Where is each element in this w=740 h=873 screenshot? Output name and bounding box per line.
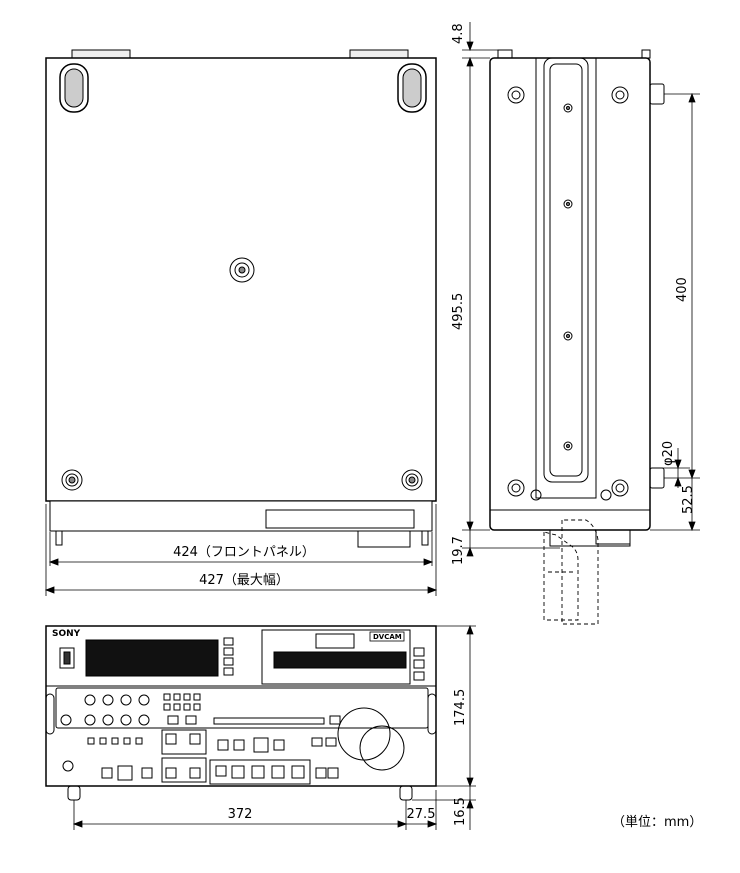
depth-label: 495.5	[451, 293, 466, 330]
front-display	[85, 639, 219, 677]
top-view-screw-br	[401, 469, 423, 491]
top-view-rear-tab-right	[349, 49, 409, 59]
top-view-dimensions	[44, 504, 438, 596]
side-view-body	[489, 57, 651, 531]
front-view-dimensions	[72, 624, 476, 830]
side-view-dimensions	[650, 92, 700, 532]
bottom-offset-label: 52.5	[681, 485, 696, 514]
format-badge-box	[369, 631, 405, 642]
max-width-label: 427（最大幅）	[199, 573, 289, 588]
unit-note: （単位：mm）	[612, 814, 702, 830]
top-view-slot-left	[59, 63, 89, 113]
top-view	[45, 49, 437, 548]
top-view-rear-tab-left	[71, 49, 131, 59]
foot-height-label: 16.5	[453, 797, 468, 826]
cassette-slot	[273, 651, 407, 669]
side-view-handle-dashed	[543, 519, 599, 625]
hole-diameter-label: φ20	[661, 441, 676, 466]
top-offset-label: 4.8	[451, 23, 466, 44]
handle-offset-label: 19.7	[451, 536, 466, 565]
foot-offset-label: 27.5	[407, 807, 436, 822]
top-view-front-slot	[265, 509, 415, 529]
side-view	[489, 49, 665, 547]
mount-span-label: 400	[675, 277, 690, 302]
top-view-slot-right-inner	[402, 68, 422, 108]
top-view-center-screw	[229, 257, 255, 283]
top-view-front-panel	[49, 500, 433, 532]
format-badge: DVCAM	[373, 633, 402, 641]
front-view	[45, 625, 437, 801]
top-view-slot-left-inner	[64, 68, 84, 108]
top-view-front-block	[357, 530, 411, 548]
top-view-body	[45, 57, 437, 502]
foot-span-label: 372	[228, 807, 253, 822]
front-height-label: 174.5	[453, 689, 468, 726]
top-view-slot-right	[397, 63, 427, 113]
front-panel-width-label: 424（フロントパネル）	[173, 545, 315, 560]
top-view-screw-bl	[61, 469, 83, 491]
cassette-bay	[261, 629, 411, 685]
brand-logo: SONY	[52, 629, 81, 639]
